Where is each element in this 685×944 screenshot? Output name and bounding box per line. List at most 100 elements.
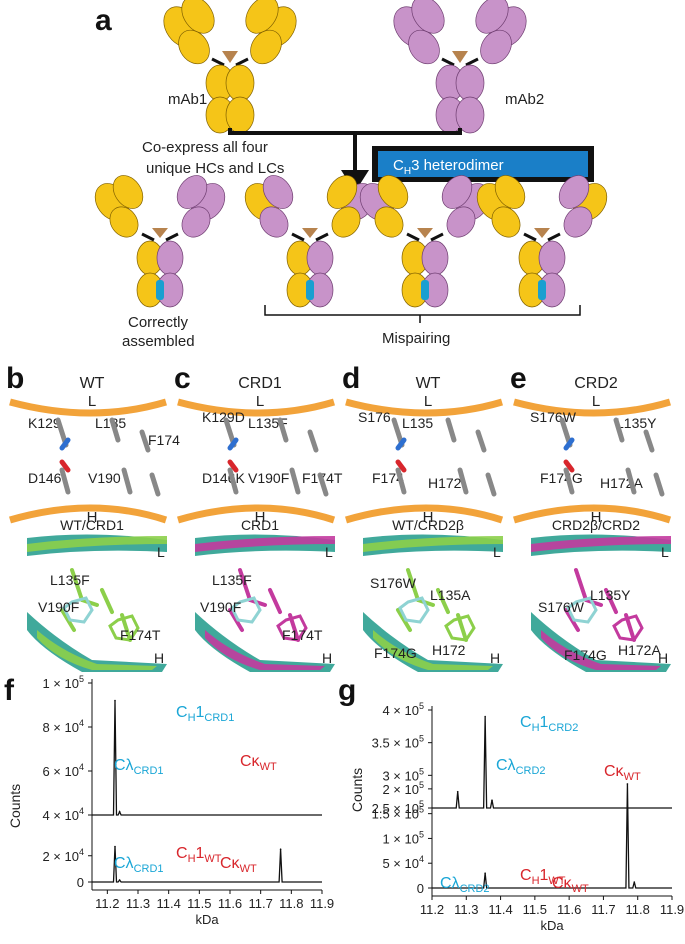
residue-stick — [139, 429, 151, 453]
heterodimer-rest: 3 heterodimer — [411, 157, 504, 174]
side-chain-stick — [268, 588, 282, 614]
side-chain-stick — [228, 608, 244, 632]
residue-stick — [149, 472, 161, 497]
residue-stick — [59, 437, 71, 451]
side-chain-stick — [396, 608, 412, 632]
heavy-ribbon-overlay — [541, 630, 661, 670]
light-chain-label: L — [424, 393, 432, 410]
heavy-chain-label: H — [591, 509, 602, 526]
light-chain-label: L — [661, 544, 669, 560]
side-chain-stick — [238, 568, 252, 602]
heavy-chain-label: H — [658, 650, 668, 666]
panel-letter: e — [510, 362, 527, 395]
spectrum-peak — [484, 715, 486, 718]
light-chain-label: L — [592, 393, 600, 410]
residue-stick — [227, 437, 239, 451]
spectrum-peak — [491, 799, 493, 801]
structure-title: WT/CRD1 — [60, 517, 124, 533]
spectrum-peak — [633, 881, 636, 883]
heavy-ribbon-overlay — [373, 630, 493, 670]
x-axis-label: kDa — [195, 912, 219, 927]
light-chain-label: L — [493, 544, 501, 560]
residue-stick — [563, 437, 575, 451]
peak-label: CκWT — [220, 855, 257, 875]
heavy-chain-label: H — [490, 650, 500, 666]
mab2-antibody-icon — [393, 0, 527, 134]
side-chain-stick — [100, 588, 114, 614]
residue-label: F174 — [372, 470, 404, 486]
x-tick-label: 11.4 — [488, 902, 512, 917]
panel-letter: b — [6, 362, 24, 395]
y-tick-label: 2.5 × 105 — [372, 799, 424, 816]
mispairing-bracket — [264, 305, 581, 323]
x-tick-label: 11.4 — [156, 896, 180, 911]
residue-label: F174G — [540, 470, 583, 486]
residue-label: L135 — [402, 415, 433, 431]
residue-stick — [445, 417, 457, 443]
spectrum-peak — [484, 872, 486, 874]
structure-residue-label: F174G — [374, 645, 417, 661]
residue-label: K129 — [28, 415, 61, 431]
heavy-ribbon-overlay — [37, 630, 157, 670]
panel-a-letter: a — [95, 4, 112, 37]
residue-stick — [59, 467, 71, 495]
residue-stick — [109, 417, 121, 443]
x-tick-label: 11.9 — [660, 902, 684, 917]
x-tick-label: 11.2 — [420, 902, 444, 917]
residue-label: S176 — [358, 409, 391, 425]
aromatic-ring — [398, 596, 430, 624]
coexpress-line1: Co-express all four — [142, 139, 268, 156]
peak-label: CλCRD2 — [496, 757, 546, 777]
heavy-chain-arc — [513, 504, 672, 524]
residue-stick — [317, 472, 329, 497]
y-tick-label: 1 × 105 — [42, 674, 84, 691]
spectrum-peak — [279, 848, 282, 850]
structure-residue-label: L135F — [212, 572, 252, 588]
light-chain-arc — [345, 398, 503, 417]
svg-text:CH3 heterodimer: CH3 heterodimer — [393, 157, 504, 177]
residue-stick — [395, 459, 407, 473]
light-ribbon-overlay — [195, 536, 335, 552]
residue-stick — [289, 467, 301, 495]
structure-residue-label: F174G — [564, 647, 607, 663]
residue-label: D146 — [28, 470, 62, 486]
residue-stick — [277, 417, 289, 443]
x-tick-label: 11.9 — [310, 896, 334, 911]
y-axis-label: Counts — [7, 784, 23, 828]
residue-stick — [563, 459, 575, 473]
heavy-chain-arc — [177, 504, 336, 524]
heavy-chain-label: H — [322, 650, 332, 666]
residue-stick — [625, 467, 637, 495]
schematic-panel-c: cCRD1LHK129DL135FD146KV190FF174T — [174, 362, 343, 526]
y-tick-label: 6 × 104 — [42, 762, 84, 779]
x-tick-label: 11.8 — [279, 896, 303, 911]
side-chain-stick — [564, 608, 580, 632]
structure-views: WT/CRD1LHL135FV190FF174TCRD1LHL135FV190F… — [27, 517, 671, 672]
residue-stick — [395, 437, 407, 451]
heterodimer-c: C — [393, 157, 404, 174]
residue-stick — [653, 472, 665, 497]
spectrum-peak — [118, 810, 121, 813]
light-chain-label: L — [88, 393, 96, 410]
peak-label: CλCRD1 — [114, 855, 164, 875]
spectrum-peak — [114, 845, 116, 848]
residue-stick — [485, 472, 497, 497]
aromatic-ring — [230, 596, 262, 624]
aromatic-ring — [276, 614, 308, 642]
mab2-label: mAb2 — [505, 91, 544, 108]
x-tick-label: 11.7 — [248, 896, 272, 911]
y-tick-label: 0 — [417, 881, 424, 896]
panel-letter: c — [174, 362, 191, 395]
heavy-chain-label: H — [154, 650, 164, 666]
peak-label: CλCRD2 — [440, 875, 490, 895]
light-chain-arc — [9, 398, 167, 417]
heavy-ribbon-overlay — [205, 630, 325, 670]
spectrum-peak — [456, 790, 459, 793]
x-tick-label: 11.7 — [591, 902, 615, 917]
